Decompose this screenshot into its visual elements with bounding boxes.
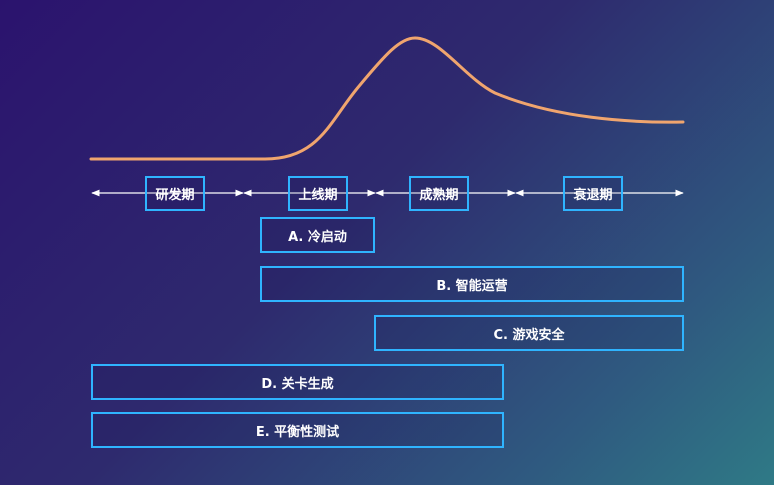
feature-balance-testing: E. 平衡性测试 [91,412,504,448]
stage-label: 上线期 [298,188,338,203]
feature-label: B. 智能运营 [436,278,508,294]
feature-label: E. 平衡性测试 [255,424,340,440]
feature-smart-operation: B. 智能运营 [260,266,684,302]
stage-dev: 研发期 [145,176,205,211]
feature-label: A. 冷启动 [288,229,347,245]
feature-cold-start: A. 冷启动 [260,217,375,253]
stage-label: 衰退期 [573,188,613,203]
feature-label: D. 关卡生成 [261,376,334,392]
lifecycle-curve [89,36,685,161]
stage-launch: 上线期 [288,176,348,211]
feature-game-security: C. 游戏安全 [374,315,684,351]
stage-mature: 成熟期 [409,176,469,211]
stage-decline: 衰退期 [563,176,623,211]
stage-label: 研发期 [155,188,195,203]
feature-level-generation: D. 关卡生成 [91,364,504,400]
feature-label: C. 游戏安全 [493,327,565,343]
stage-label: 成熟期 [419,188,459,203]
